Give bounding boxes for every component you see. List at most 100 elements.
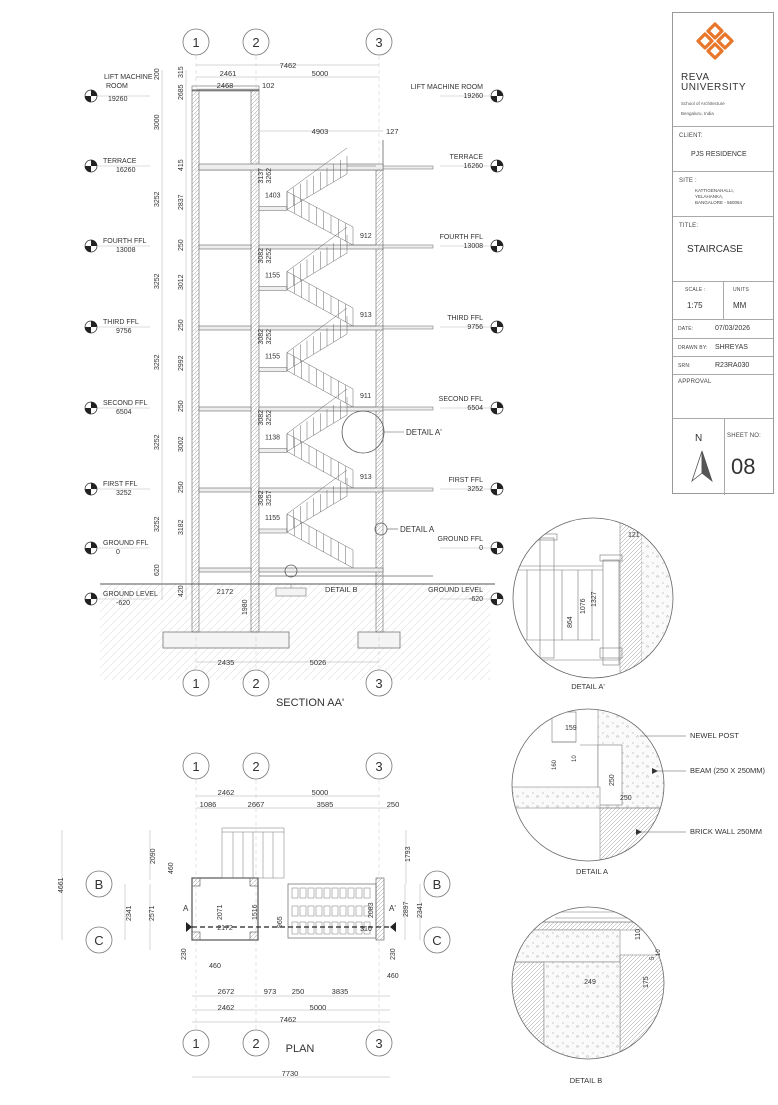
client-row: CLIENT: PJS RESIDENCE bbox=[673, 126, 773, 171]
plan-tread bbox=[299, 887, 307, 899]
handrail bbox=[286, 147, 348, 192]
vdim-inner-7: 2992 bbox=[178, 355, 185, 371]
plan-dim-3585: 3585 bbox=[317, 800, 334, 809]
flight-dim-a-0: 3137 bbox=[258, 168, 265, 184]
da-dim-10: 10 bbox=[572, 755, 578, 762]
level-right-name-0: LIFT MACHINE ROOM bbox=[411, 84, 483, 91]
dim-102: 102 bbox=[262, 81, 275, 90]
level-marker-left-4-q2 bbox=[85, 408, 91, 414]
plan-stairs bbox=[291, 887, 371, 935]
plan-caption: PLAN bbox=[286, 1043, 315, 1055]
plan-tread bbox=[331, 921, 339, 935]
level-right-value-7: -620 bbox=[469, 596, 483, 603]
section-grid-bottom-2-circle bbox=[242, 669, 270, 697]
plan-grid-left-c: C bbox=[94, 933, 103, 948]
vdim-outer-6: 3252 bbox=[154, 516, 161, 532]
landing-dim-4: 1155 bbox=[265, 515, 280, 522]
level-marker-right-0-q1 bbox=[497, 90, 503, 96]
note-beam: BEAM (250 X 250MM) bbox=[690, 766, 766, 775]
level-marker-right-3-q2 bbox=[491, 327, 497, 333]
level-left-name-7: GROUND LEVEL bbox=[103, 591, 158, 598]
plan-grid-left-b-circle bbox=[85, 870, 113, 898]
plan-bot-2462: 2462 bbox=[218, 1003, 235, 1012]
plan-view: A A' PLAN bbox=[183, 827, 396, 1055]
plan-tread bbox=[307, 921, 315, 935]
vdim-outer-3: 3252 bbox=[154, 273, 161, 289]
stair-line bbox=[286, 252, 348, 290]
level-marker-right-4-q2 bbox=[491, 408, 497, 414]
plan-grid-bottom-1-circle bbox=[182, 1029, 210, 1057]
client-label: CLIENT: bbox=[679, 133, 703, 139]
level-marker-right-5-q2 bbox=[491, 489, 497, 495]
plan-tread bbox=[291, 921, 299, 935]
slab-lift-3 bbox=[198, 406, 252, 412]
plan-inner-1516: 1516 bbox=[252, 904, 259, 920]
note-brick-wall: BRICK WALL 250MM bbox=[690, 827, 762, 836]
level-right-name-7: GROUND LEVEL bbox=[428, 587, 483, 594]
flight-lower-2 bbox=[286, 352, 354, 408]
level-marker-left-3-q2 bbox=[85, 327, 91, 333]
plan-side-dim-2: 460 bbox=[168, 862, 175, 874]
slab-stair-3 bbox=[258, 406, 384, 412]
level-left-value-7: -620 bbox=[116, 600, 130, 607]
plan-tread bbox=[339, 887, 347, 899]
vdim-inner-8: 250 bbox=[178, 400, 185, 412]
level-marker-right-2-q2 bbox=[491, 246, 497, 252]
vdim-inner-10: 250 bbox=[178, 481, 185, 493]
handrail bbox=[286, 513, 354, 551]
plan-tread bbox=[355, 921, 363, 935]
level-marker-left-2-q2 bbox=[85, 246, 91, 252]
north-arrow-icon bbox=[691, 450, 713, 483]
section-grid-bottom-3-circle bbox=[365, 669, 393, 697]
flight-lower-3 bbox=[286, 433, 354, 489]
slab-ext-4 bbox=[382, 487, 434, 492]
section-grid-top-3-circle bbox=[365, 28, 393, 56]
level-marker-left-1-q2 bbox=[85, 166, 91, 172]
plan-tread bbox=[347, 921, 355, 935]
right-dim-3: 913 bbox=[360, 474, 372, 481]
plan-tread bbox=[323, 887, 331, 899]
landing-0 bbox=[258, 206, 288, 211]
flight-dim-b-2: 3252 bbox=[266, 329, 273, 345]
plan-bot-7462: 7462 bbox=[280, 1015, 297, 1024]
stair-line bbox=[286, 173, 348, 210]
stair-line bbox=[286, 333, 348, 371]
detail-a-label: DETAIL A bbox=[576, 867, 608, 876]
plan-grid-top-2-circle bbox=[242, 752, 270, 780]
level-right-value-3: 9756 bbox=[467, 324, 483, 331]
dap-dim-1327: 1327 bbox=[591, 591, 598, 607]
level-left-name-1: TERRACE bbox=[103, 158, 137, 165]
level-left-name-4: SECOND FFL bbox=[103, 400, 147, 407]
level-marker-left-0-q2 bbox=[85, 96, 91, 102]
slab-stair-5 bbox=[258, 567, 384, 573]
plan-inner-965: 965 bbox=[277, 916, 284, 928]
plan-grid-left-b: B bbox=[95, 877, 104, 892]
plan-grid-right-c-circle bbox=[423, 926, 451, 954]
level-marker-left-4-q1 bbox=[91, 402, 97, 408]
slab-ext-2 bbox=[382, 325, 434, 330]
section-grid-bottom-2: 2 bbox=[252, 676, 259, 691]
section-mark-a: A bbox=[183, 904, 189, 913]
dim-7462: 7462 bbox=[280, 61, 297, 70]
vdim-outer-4: 3252 bbox=[154, 354, 161, 370]
plan-side-dim-r-7: 2897 bbox=[403, 901, 410, 917]
section-grid-top-2: 2 bbox=[252, 35, 259, 50]
plan-bot-3835: 3835 bbox=[332, 987, 349, 996]
flight-lower-4 bbox=[286, 513, 354, 569]
level-right-value-5: 3252 bbox=[467, 486, 483, 493]
level-marker-right-5-q1 bbox=[497, 483, 503, 489]
plan-tread bbox=[339, 905, 347, 917]
drawn-by-label: DRAWN BY: bbox=[678, 345, 708, 351]
section-mark-a-prime: A' bbox=[389, 904, 396, 913]
plan-grid-bottom-2-circle bbox=[242, 1029, 270, 1057]
level-marker-right-1-q2 bbox=[491, 166, 497, 172]
flight-dim-a-3: 3082 bbox=[258, 410, 265, 426]
vdim-inner-2: 415 bbox=[178, 159, 185, 171]
level-marker-right-7-q1 bbox=[497, 593, 503, 599]
right-dim-0: 912 bbox=[360, 233, 372, 240]
detail-b-label: DETAIL B bbox=[570, 1076, 603, 1085]
